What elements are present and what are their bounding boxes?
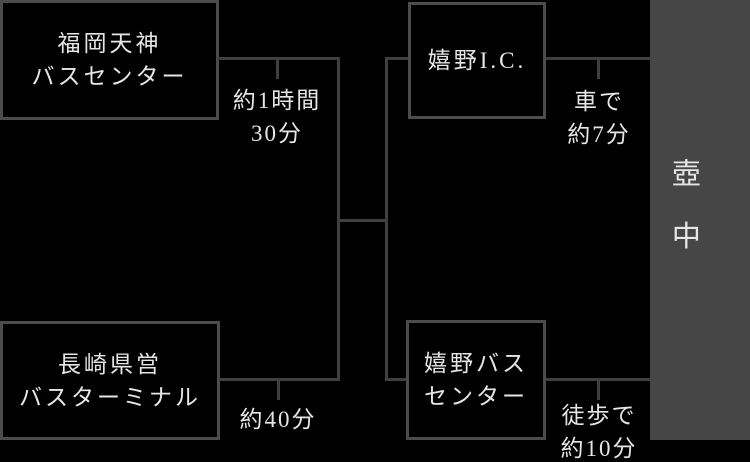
node-ureshino-ic: 嬉野I.C. — [408, 2, 546, 119]
duration-from-fukuoka: 約1時間 30分 — [215, 84, 339, 150]
node-nagasaki-kenei-bus-terminal: 長崎県営 バスターミナル — [0, 321, 220, 440]
duration-line: 30分 — [251, 121, 303, 146]
duration-walk-from-bus-center: 徒歩で 約10分 — [540, 399, 658, 462]
connector-car-tick — [597, 57, 600, 79]
node-label-line: 福岡天神 — [57, 31, 162, 56]
node-label-line: 嬉野I.C. — [427, 48, 527, 73]
connector-right-vertical — [385, 57, 388, 381]
duration-line: 徒歩で — [561, 403, 637, 428]
node-label-line: 嬉野バス — [424, 351, 528, 376]
duration-line: 約40分 — [239, 407, 317, 432]
connector-fukuoka-tick — [276, 57, 279, 79]
duration-line: 約7分 — [567, 122, 631, 147]
connector-walk-tick — [597, 378, 600, 400]
duration-from-nagasaki: 約40分 — [215, 403, 341, 436]
destination-label: 壺中 — [667, 157, 700, 283]
duration-line: 約10分 — [560, 436, 638, 461]
node-label-line: バスセンター — [31, 64, 188, 89]
duration-line: 約1時間 — [232, 88, 322, 113]
destination-bar: 壺中 — [650, 0, 750, 440]
node-label-line: バスターミナル — [19, 384, 201, 410]
connector-middle-bridge — [337, 219, 388, 222]
node-label-line: 長崎県営 — [58, 351, 162, 377]
connector-buscenter-stub — [385, 378, 406, 381]
node-ureshino-bus-center: 嬉野バス センター — [406, 320, 546, 440]
connector-ic-stub — [385, 57, 408, 60]
node-fukuoka-tenjin-bus-center: 福岡天神 バスセンター — [0, 0, 219, 120]
duration-car-from-ic: 車で 約7分 — [544, 85, 654, 151]
duration-line: 車で — [574, 89, 624, 114]
node-label-line: センター — [424, 384, 528, 409]
connector-nagasaki-tick — [277, 378, 280, 400]
